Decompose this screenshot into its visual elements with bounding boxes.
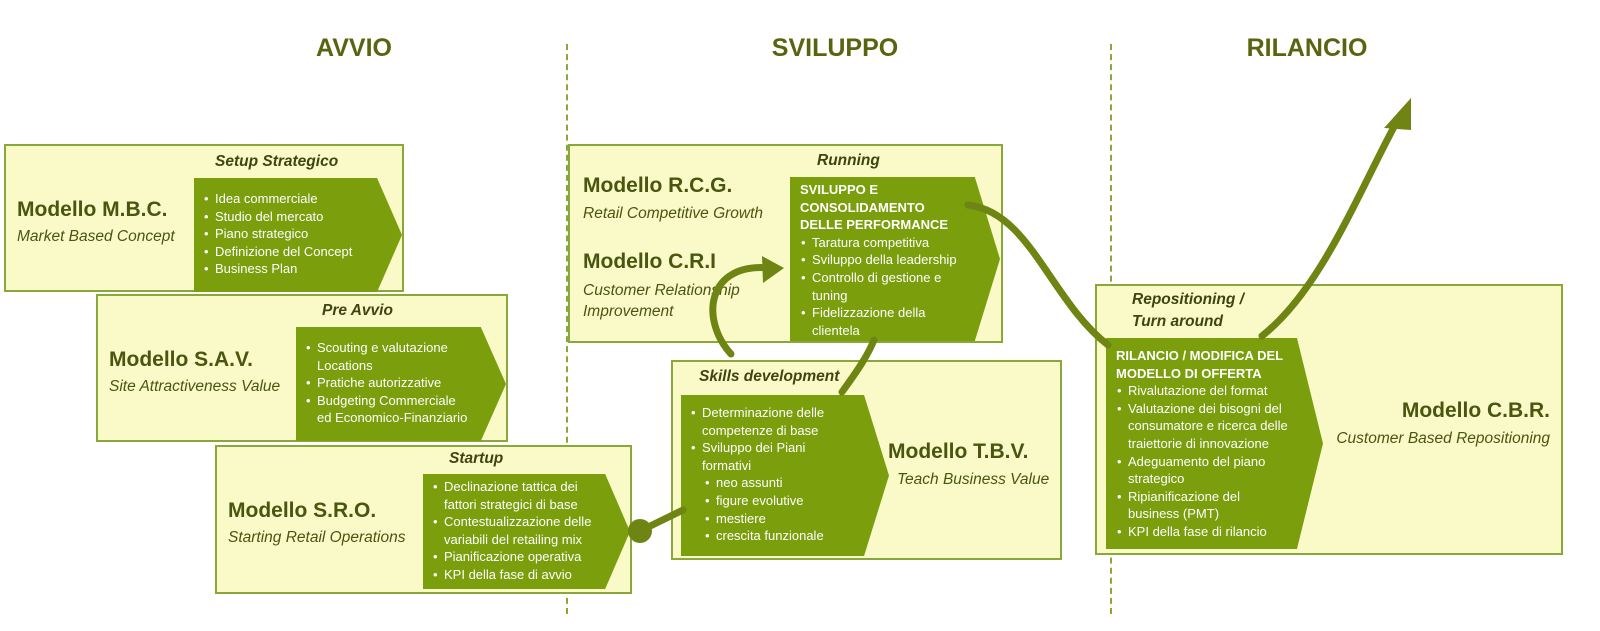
- list-item: Pianificazione operativa: [432, 548, 602, 566]
- model-subtitle-mbc: Market Based Concept: [17, 228, 175, 245]
- card-title-repositioning-line1: Repositioning /: [1132, 291, 1244, 308]
- sav-activities-list: Scouting e valutazione Locations Pratich…: [305, 339, 473, 427]
- list-item: KPI della fase di avvio: [432, 566, 602, 584]
- card-title-skills-development: Skills development: [699, 368, 840, 385]
- model-name-mbc: Modello M.B.C.: [17, 198, 168, 221]
- list-item: Business Plan: [203, 260, 402, 278]
- card-title-startup: Startup: [449, 450, 504, 467]
- list-item: Controllo di gestione e tuning: [800, 269, 965, 304]
- running-activities-list: Taratura competitiva Sviluppo della lead…: [800, 234, 965, 340]
- model-subtitle-sav: Site Attractiveness Value: [109, 378, 281, 395]
- list-item: Piano strategico: [203, 225, 402, 243]
- phase-title-rilancio: RILANCIO: [1246, 34, 1368, 62]
- model-subtitle-sro: Starting Retail Operations: [228, 529, 406, 546]
- card-cbr: Repositioning / Turn around Modello C.B.…: [1095, 284, 1563, 555]
- sro-activities-list: Declinazione tattica dei fattori strateg…: [432, 478, 602, 584]
- model-subtitle-cri-line2: Improvement: [583, 303, 674, 320]
- card-title-repositioning-line2: Turn around: [1132, 313, 1223, 330]
- card-mbc: Setup Strategico Modello M.B.C. Market B…: [4, 144, 404, 292]
- model-name-sav: Modello S.A.V.: [109, 348, 253, 371]
- model-name-cbr: Modello C.B.R.: [1401, 399, 1550, 422]
- tbv-activities-list: Determinazione delle competenze di base …: [690, 404, 850, 545]
- rise-arrow-head: [1384, 98, 1411, 130]
- phase-title-sviluppo: SVILUPPO: [771, 34, 899, 62]
- sav-activities-arrow: Scouting e valutazione Locations Pratich…: [296, 327, 506, 441]
- list-item: Valutazione dei bisogni del consumatore …: [1116, 400, 1291, 453]
- model-subtitle-cbr: Customer Based Repositioning: [1336, 430, 1550, 447]
- list-item: KPI della fase di rilancio: [1116, 523, 1291, 541]
- list-subitem: figure evolutive: [690, 492, 850, 510]
- list-item: Studio del mercato: [203, 208, 402, 226]
- list-item: Fidelizzazione della clientela: [800, 304, 965, 339]
- list-item: Budgeting Commerciale ed Economico-Finan…: [305, 392, 473, 427]
- list-item: Determinazione delle competenze di base: [690, 404, 850, 439]
- phase-divider-1: [566, 44, 568, 614]
- list-item: Declinazione tattica dei fattori strateg…: [432, 478, 602, 513]
- model-subtitle-cri-line1: Customer Relationship: [583, 282, 740, 299]
- card-sro: Startup Modello S.R.O. Starting Retail O…: [215, 445, 632, 594]
- list-subitem: mestiere: [690, 510, 850, 528]
- card-tbv: Skills development Modello T.B.V. Teach …: [671, 360, 1062, 560]
- list-item: Contestualizzazione delle variabili del …: [432, 513, 602, 548]
- sro-activities-arrow: Declinazione tattica dei fattori strateg…: [423, 474, 630, 589]
- card-title-setup-strategico: Setup Strategico: [215, 153, 339, 170]
- list-item: Idea commerciale: [203, 190, 402, 208]
- list-item: Ripianificazione del business (PMT): [1116, 488, 1291, 523]
- cbr-activities-list: Rivalutazione del format Valutazione dei…: [1116, 382, 1291, 540]
- model-subtitle-tbv: Teach Business Value: [897, 471, 1050, 488]
- card-title-pre-avvio: Pre Avvio: [322, 302, 393, 319]
- list-subitem: crescita funzionale: [690, 527, 850, 545]
- list-item: Adeguamento del piano strategico: [1116, 453, 1291, 488]
- cbr-activities-arrow: RILANCIO / MODIFICA DEL MODELLO DI OFFER…: [1106, 338, 1323, 549]
- list-item: Rivalutazione del format: [1116, 382, 1291, 400]
- phase-title-avvio: AVVIO: [316, 34, 392, 62]
- model-name-cri: Modello C.R.I: [583, 250, 716, 273]
- card-title-running: Running: [817, 152, 880, 169]
- cbr-heading: RILANCIO / MODIFICA DEL MODELLO DI OFFER…: [1116, 348, 1283, 381]
- card-sav: Pre Avvio Modello S.A.V. Site Attractive…: [96, 294, 508, 442]
- model-subtitle-rcg: Retail Competitive Growth: [583, 205, 764, 222]
- mbc-activities-list: Idea commerciale Studio del mercato Pian…: [203, 190, 402, 278]
- model-name-sro: Modello S.R.O.: [228, 499, 377, 522]
- running-heading: SVILUPPO E CONSOLIDAMENTO DELLE PERFORMA…: [800, 182, 949, 233]
- list-item: Taratura competitiva: [800, 234, 965, 252]
- list-item: Sviluppo della leadership: [800, 251, 965, 269]
- list-item: Definizione del Concept: [203, 243, 402, 261]
- list-item: Pratiche autorizzative: [305, 374, 473, 392]
- list-item: Sviluppo dei Piani formativi: [690, 439, 850, 474]
- model-name-rcg: Modello R.C.G.: [583, 174, 733, 197]
- model-name-tbv: Modello T.B.V.: [888, 440, 1029, 463]
- list-subitem: neo assunti: [690, 474, 850, 492]
- card-running: Running Modello R.C.G. Retail Competitiv…: [568, 144, 1003, 343]
- list-item: Scouting e valutazione Locations: [305, 339, 473, 374]
- mbc-activities-arrow: Idea commerciale Studio del mercato Pian…: [194, 178, 402, 292]
- running-activities-arrow: SVILUPPO E CONSOLIDAMENTO DELLE PERFORMA…: [790, 177, 1000, 341]
- tbv-activities-arrow: Determinazione delle competenze di base …: [681, 395, 889, 556]
